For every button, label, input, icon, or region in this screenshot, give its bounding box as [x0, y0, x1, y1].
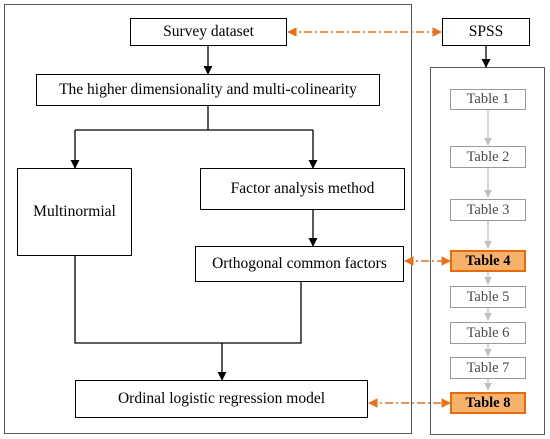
merge-line — [74, 256, 302, 380]
table-6: Table 6 — [450, 322, 526, 344]
orthogonal-factors-box: Orthogonal common factors — [195, 246, 404, 282]
table-1: Table 1 — [450, 89, 526, 110]
ordinal-regression-box: Ordinal logistic regression model — [75, 380, 368, 418]
higher-dimensionality-box: The higher dimensionality and multi-coli… — [36, 74, 380, 106]
survey-dataset-box: Survey dataset — [130, 18, 287, 46]
left-panel-frame — [4, 4, 412, 434]
table-4-highlighted: Table 4 — [450, 250, 526, 272]
table-5: Table 5 — [450, 286, 526, 308]
table-2: Table 2 — [450, 146, 526, 168]
branch-split-line — [75, 106, 313, 131]
table-7: Table 7 — [450, 357, 526, 379]
factor-analysis-box: Factor analysis method — [200, 168, 405, 210]
spss-box: SPSS — [442, 18, 530, 46]
table-8-highlighted: Table 8 — [450, 392, 526, 414]
table-3: Table 3 — [450, 199, 526, 221]
multinormial-box: Multinormial — [17, 168, 132, 256]
